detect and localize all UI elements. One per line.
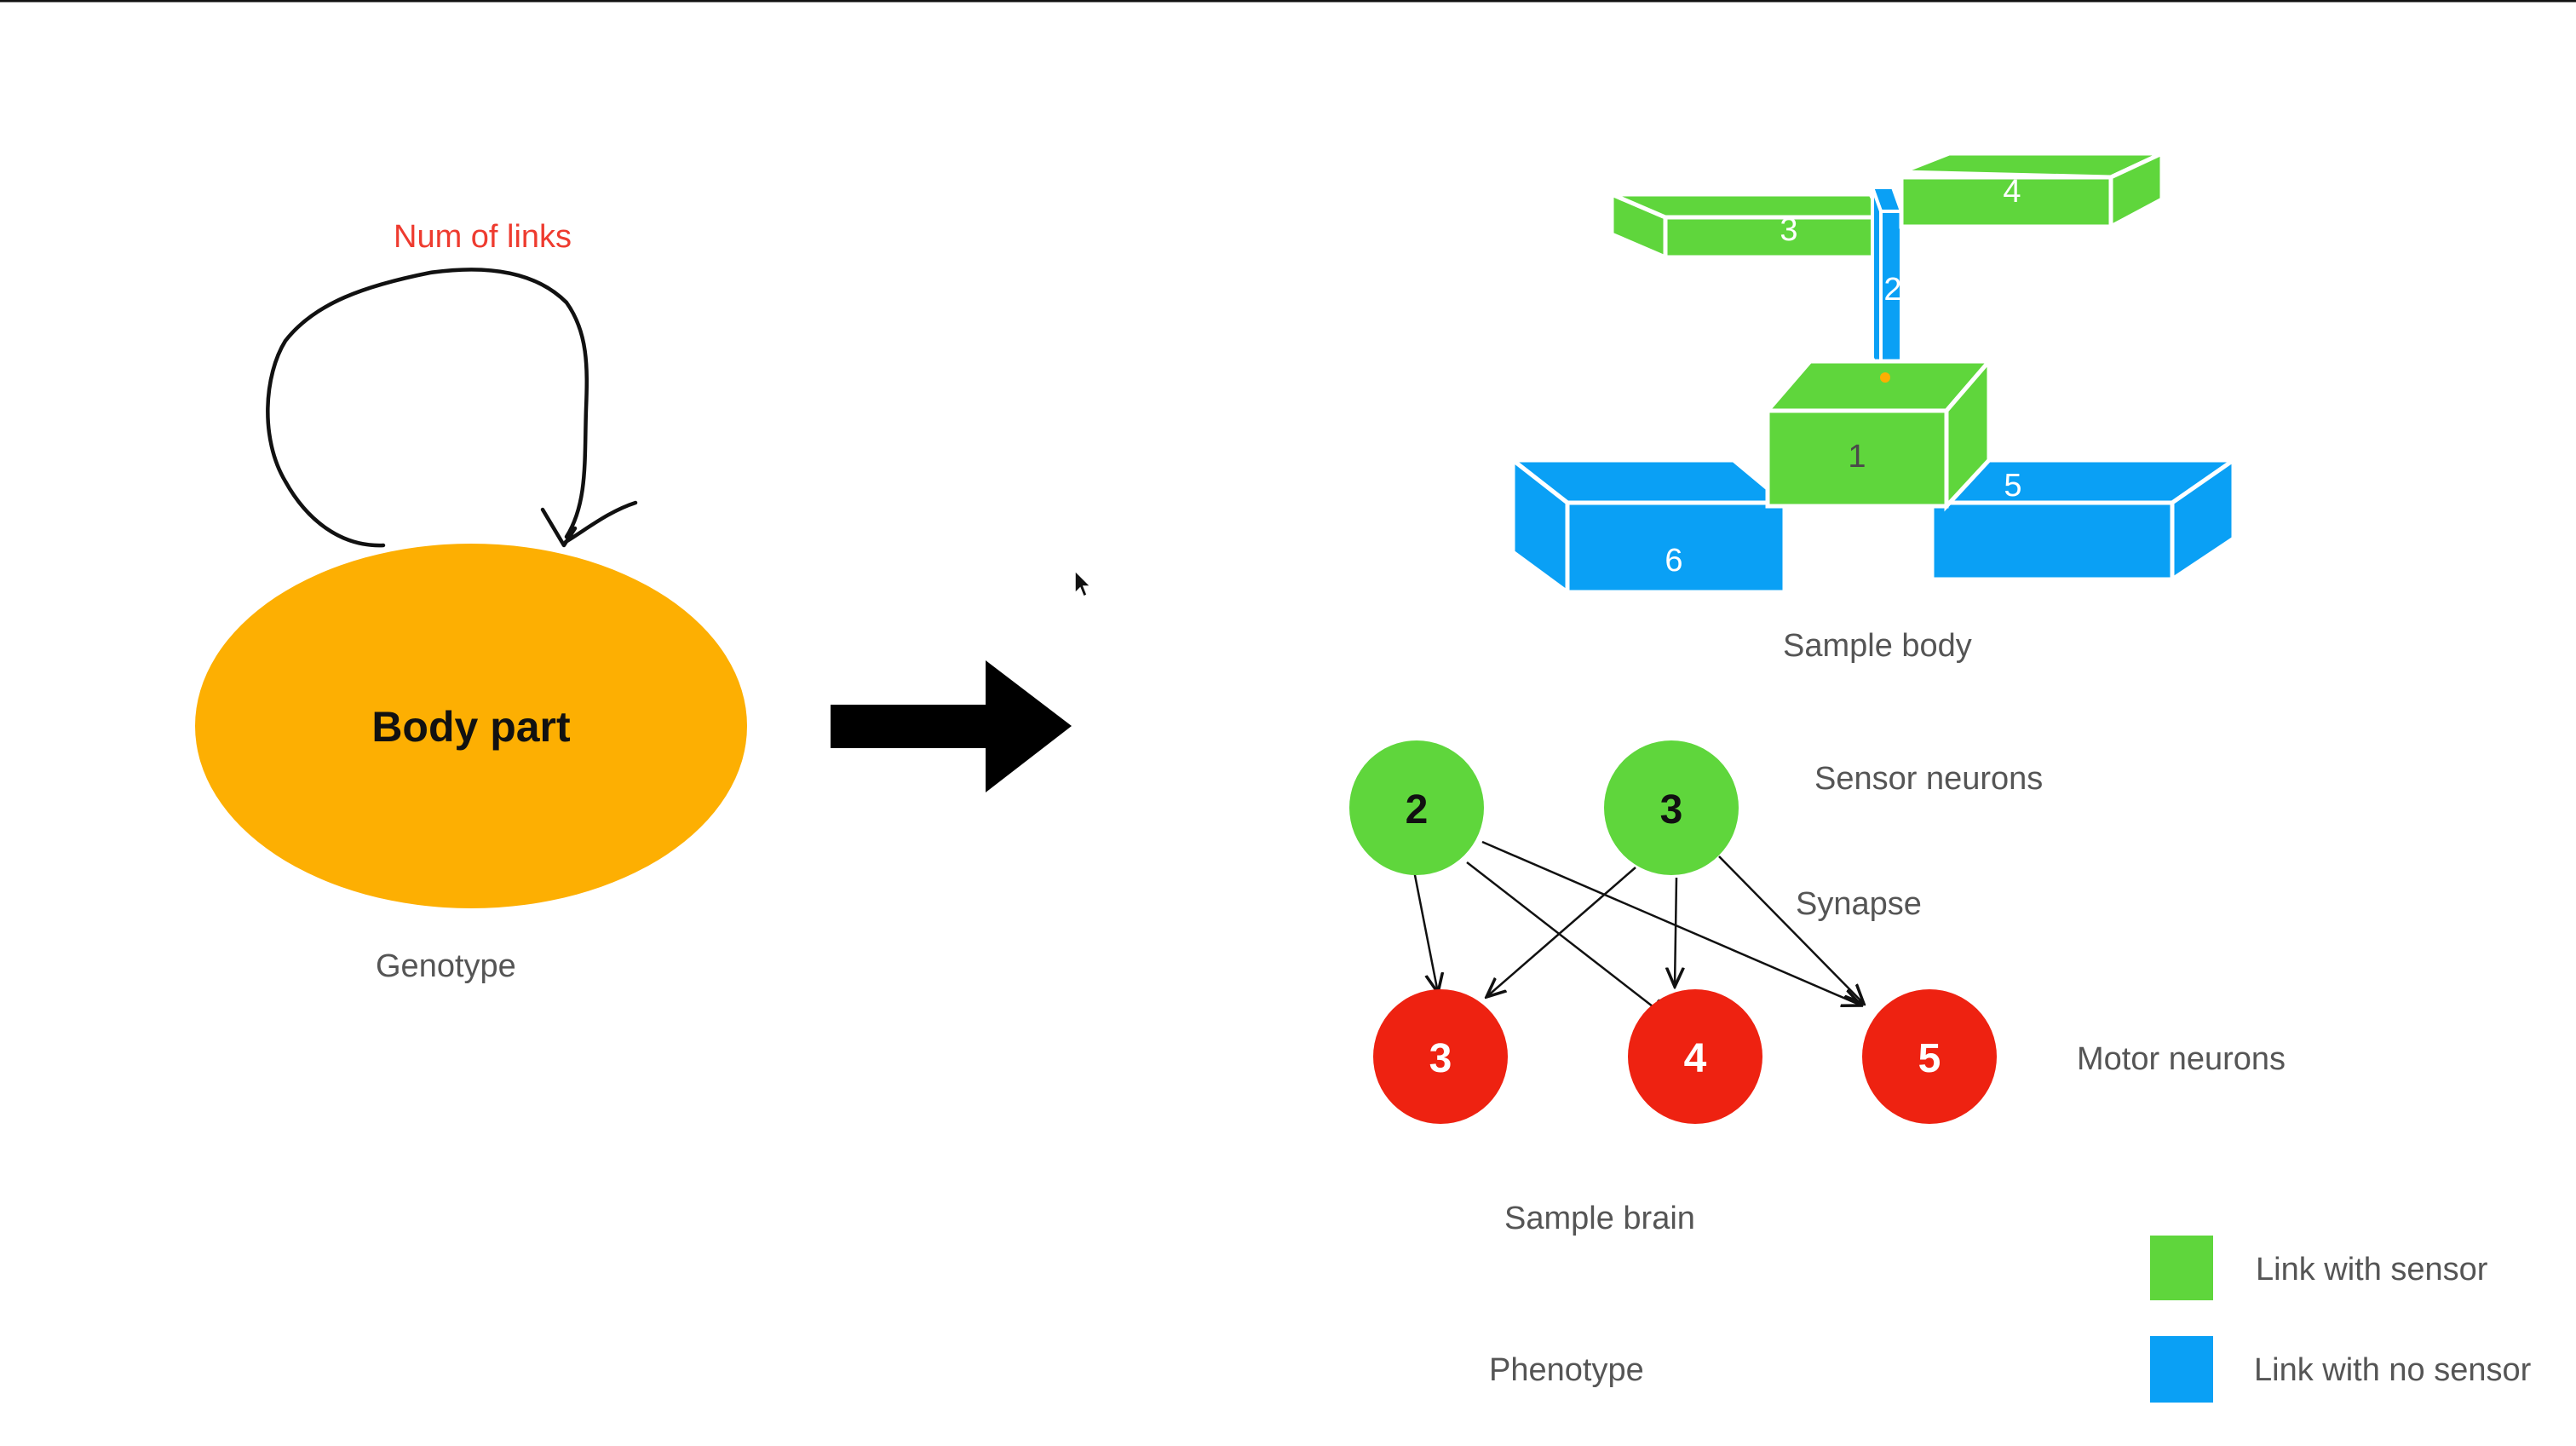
sensor-neuron-3-label: 3 (1660, 787, 1683, 832)
legend-swatch-no-sensor (2150, 1336, 2213, 1403)
sample-brain: 2 3 3 4 5 Sensor neurons Synapse Motor n… (1349, 740, 2286, 1236)
motor-neurons-label: Motor neurons (2077, 1041, 2286, 1077)
body-link-4: 4 (1899, 150, 2165, 231)
synapse-label: Synapse (1796, 886, 1922, 922)
genotype-caption: Genotype (376, 948, 516, 984)
body-link-6-label: 6 (1665, 543, 1682, 579)
num-of-links-label: Num of links (394, 219, 572, 255)
body-link-6: 6 (1506, 455, 1791, 596)
genotype-section: Num of links Body part Genotype (195, 219, 747, 984)
sensor-neuron-3 (1604, 740, 1739, 875)
motor-neuron-5-label: 5 (1918, 1036, 1941, 1081)
synapse-arrow (1466, 861, 1668, 1018)
body-link-2: 2 (1870, 186, 1904, 377)
legend-swatch-sensor (2150, 1236, 2213, 1300)
motor-neuron-3 (1373, 989, 1508, 1124)
motor-neuron-4 (1628, 989, 1762, 1124)
sensor-neuron-2 (1349, 740, 1484, 875)
legend: Link with sensor Link with no sensor (2150, 1236, 2532, 1403)
phenotype-caption: Phenotype (1489, 1352, 1644, 1388)
recursion-arrowhead (540, 500, 638, 548)
body-link-1-label: 1 (1848, 439, 1866, 475)
body-link-4-label: 4 (2003, 174, 2021, 210)
body-part-label: Body part (371, 703, 571, 751)
motor-neuron-3-label: 3 (1429, 1036, 1452, 1081)
sensor-neurons-label: Sensor neurons (1814, 761, 2043, 797)
body-part-node (195, 544, 747, 908)
body-link-1: 1 (1762, 355, 1994, 512)
sensor-neuron-2-label: 2 (1406, 787, 1429, 832)
synapse-arrow (1718, 856, 1864, 1004)
legend-label-sensor: Link with sensor (2256, 1252, 2488, 1288)
body-link-5: 5 (1925, 456, 2240, 584)
motor-neuron-4-label: 4 (1684, 1036, 1707, 1081)
motor-neuron-5 (1862, 989, 1997, 1124)
body-link-3-label: 3 (1780, 212, 1797, 248)
body-link-2-label: 2 (1883, 272, 1901, 308)
sample-brain-caption: Sample brain (1504, 1201, 1695, 1236)
recursion-loop-arrow (266, 268, 589, 548)
synapse-arrow (1486, 867, 1636, 997)
synapse-arrow (1412, 870, 1438, 993)
sample-body: 3 2 4 6 5 (1506, 150, 2240, 664)
synapse-arrow (1675, 877, 1676, 987)
body-link-5-label: 5 (2004, 468, 2021, 504)
mouse-cursor-icon (1074, 569, 1092, 598)
legend-label-no-sensor: Link with no sensor (2254, 1352, 2532, 1388)
synapse-arrow (1481, 840, 1861, 1005)
transform-arrow (831, 660, 1072, 792)
joint-dot (1880, 372, 1890, 383)
sample-body-caption: Sample body (1783, 628, 1972, 664)
body-link-3: 3 (1609, 191, 1887, 261)
